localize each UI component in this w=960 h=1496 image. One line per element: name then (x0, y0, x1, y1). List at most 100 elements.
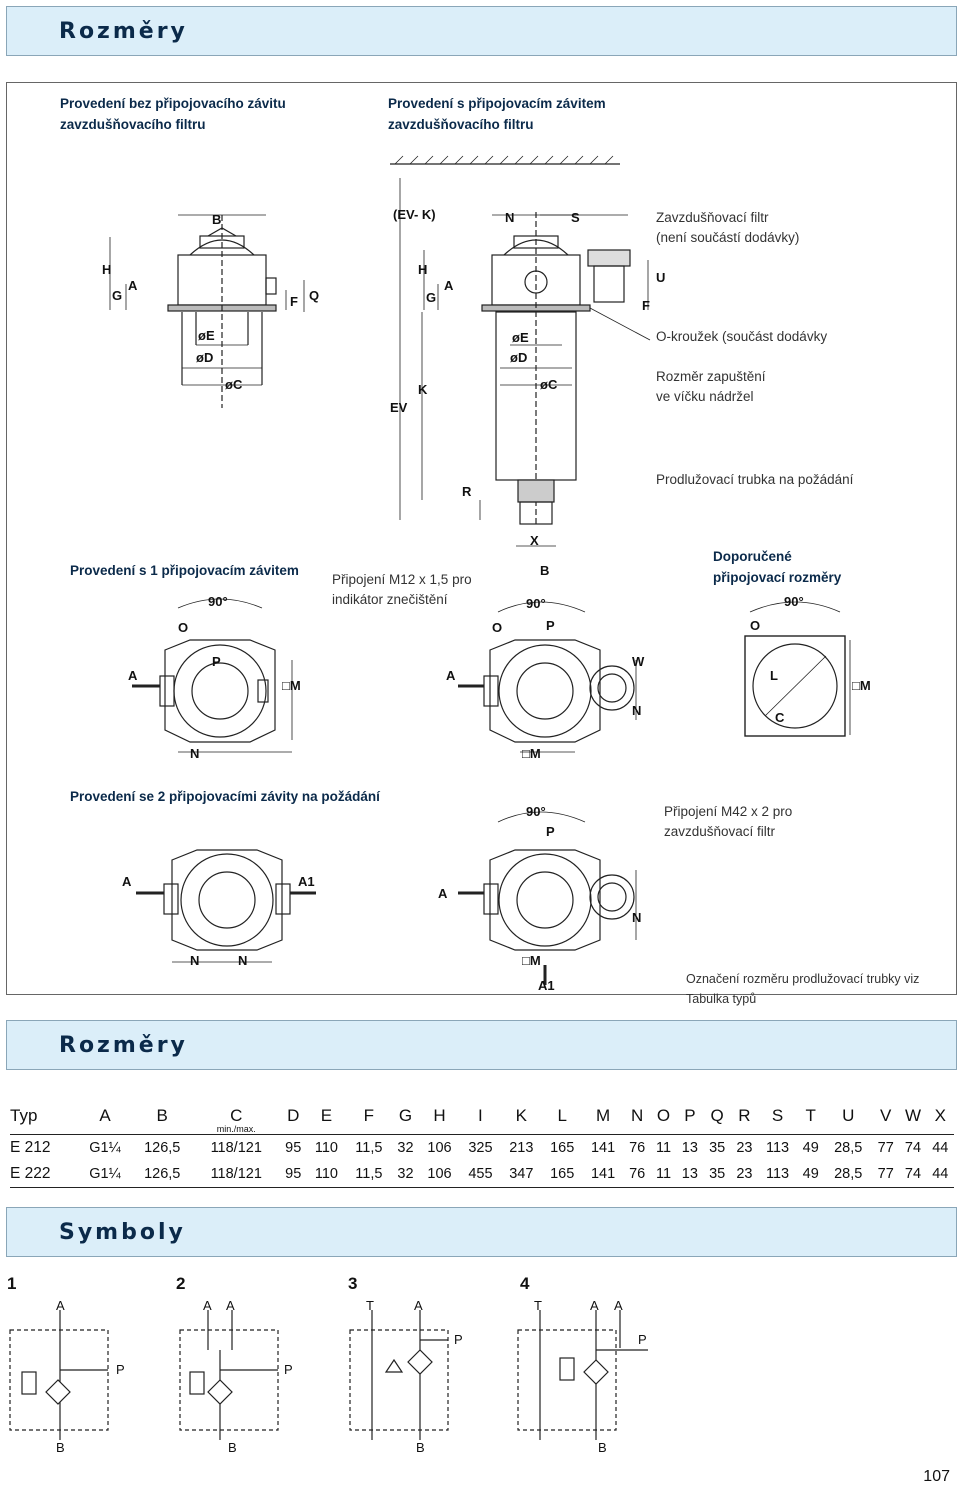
svg-text:Q: Q (309, 288, 319, 303)
svg-text:(EV- K): (EV- K) (393, 207, 436, 222)
table-cell: 141 (590, 1140, 616, 1156)
table-cell: 49 (802, 1140, 819, 1156)
svg-text:U: U (656, 270, 665, 285)
svg-text:B: B (598, 1440, 607, 1455)
svg-text:EV: EV (390, 400, 408, 415)
table-cell: 32 (397, 1140, 414, 1156)
table-cell: 49 (797, 1161, 825, 1188)
svg-text:X: X (530, 533, 539, 548)
svg-text:B: B (228, 1440, 237, 1455)
svg-text:P: P (284, 1362, 293, 1377)
svg-text:H: H (102, 262, 111, 277)
svg-text:A: A (226, 1298, 235, 1313)
recommended-mounting (744, 601, 851, 737)
plan-view-single (132, 598, 293, 753)
svg-text:A1: A1 (538, 978, 555, 993)
table-cell: 126,5 (131, 1161, 193, 1188)
svg-text:C: C (775, 710, 785, 725)
svg-text:P: P (116, 1362, 125, 1377)
svg-text:A: A (128, 278, 138, 293)
table-cell: 28,5 (824, 1161, 873, 1188)
svg-text:N: N (238, 953, 247, 968)
svg-text:N: N (505, 210, 514, 225)
svg-text:A: A (444, 278, 454, 293)
table-cell: 347 (500, 1161, 542, 1188)
table-cell: 11,5 (355, 1140, 383, 1156)
table-cell: 113 (758, 1161, 798, 1188)
svg-text:O: O (178, 620, 188, 635)
table-cell: 126,5 (144, 1140, 181, 1156)
table-cell: 35 (703, 1161, 731, 1188)
label-two-ports: Provedení se 2 připojovacími závity na p… (70, 789, 380, 804)
symbol-number: 3 (348, 1274, 358, 1293)
table-cell: 455 (459, 1161, 501, 1188)
table-cell: 44 (932, 1140, 949, 1156)
symbol-2 (179, 1310, 279, 1440)
svg-text:90°: 90° (208, 594, 228, 609)
symbol-3 (349, 1310, 449, 1440)
svg-text:F: F (642, 298, 650, 313)
svg-text:N: N (632, 910, 641, 925)
caption-oring: O-kroužek (součást dodávky (656, 329, 828, 344)
svg-text:P: P (546, 618, 555, 633)
svg-text:90°: 90° (526, 804, 546, 819)
table-cell: 11,5 (345, 1161, 392, 1188)
table-cell: 77 (877, 1140, 894, 1156)
table-cell: 213 (509, 1140, 534, 1156)
plan-view-two-ports-breather (458, 811, 637, 985)
svg-text:A: A (438, 886, 448, 901)
symbol-1 (9, 1310, 109, 1440)
svg-text:G: G (112, 288, 122, 303)
svg-text:A: A (203, 1298, 212, 1313)
caption-note: Označení rozměru prodlužovací trubky viz… (686, 972, 920, 1006)
svg-text:N: N (632, 703, 641, 718)
svg-text:O: O (750, 618, 760, 633)
table-cell: E 212 (10, 1139, 51, 1156)
table-cell: 23 (736, 1140, 753, 1156)
table-cell: 77 (872, 1161, 900, 1188)
svg-text:A1: A1 (298, 874, 315, 889)
drawings-frame (6, 82, 957, 995)
hydraulic-symbols: A P B A A P B T A P B T A A P B (9, 1298, 648, 1455)
dim-B: B (212, 212, 221, 227)
table-cell: G1¼ (78, 1161, 132, 1188)
table-cell: 95 (279, 1161, 307, 1188)
symbol-number: 4 (520, 1274, 530, 1293)
svg-text:□M: □M (522, 953, 541, 968)
svg-text:B: B (56, 1440, 65, 1455)
table-cell: 110 (306, 1161, 346, 1188)
svg-text:A: A (614, 1298, 623, 1313)
table-cell: 32 (391, 1161, 420, 1188)
svg-text:S: S (571, 210, 580, 225)
caption-breather: Zavzdušňovací filtr(není součástí dodávk… (656, 210, 800, 245)
table-cell: 325 (468, 1140, 493, 1156)
svg-text:øC: øC (225, 377, 243, 392)
table-cell: 44 (926, 1161, 954, 1188)
svg-text:□M: □M (852, 678, 871, 693)
svg-text:A: A (414, 1298, 423, 1313)
plan-view-with-breather (458, 601, 637, 753)
table-cell: 141 (582, 1161, 624, 1188)
table-cell: 35 (709, 1140, 726, 1156)
svg-text:90°: 90° (526, 596, 546, 611)
filter-right (390, 155, 631, 525)
symbol-number: 2 (176, 1274, 186, 1293)
table-cell: 76 (629, 1140, 646, 1156)
table-cell: 165 (541, 1161, 583, 1188)
table-cell: 74 (899, 1161, 927, 1188)
svg-text:A: A (122, 874, 132, 889)
svg-text:O: O (492, 620, 502, 635)
table-cell: 113 (766, 1140, 790, 1156)
table-cell: 11 (650, 1161, 677, 1188)
svg-text:K: K (418, 382, 428, 397)
svg-text:P: P (546, 824, 555, 839)
plan-view-two-ports (136, 849, 316, 963)
svg-text:L: L (770, 668, 778, 683)
section-title: Rozměry (59, 1033, 188, 1058)
svg-text:øE: øE (512, 330, 529, 345)
